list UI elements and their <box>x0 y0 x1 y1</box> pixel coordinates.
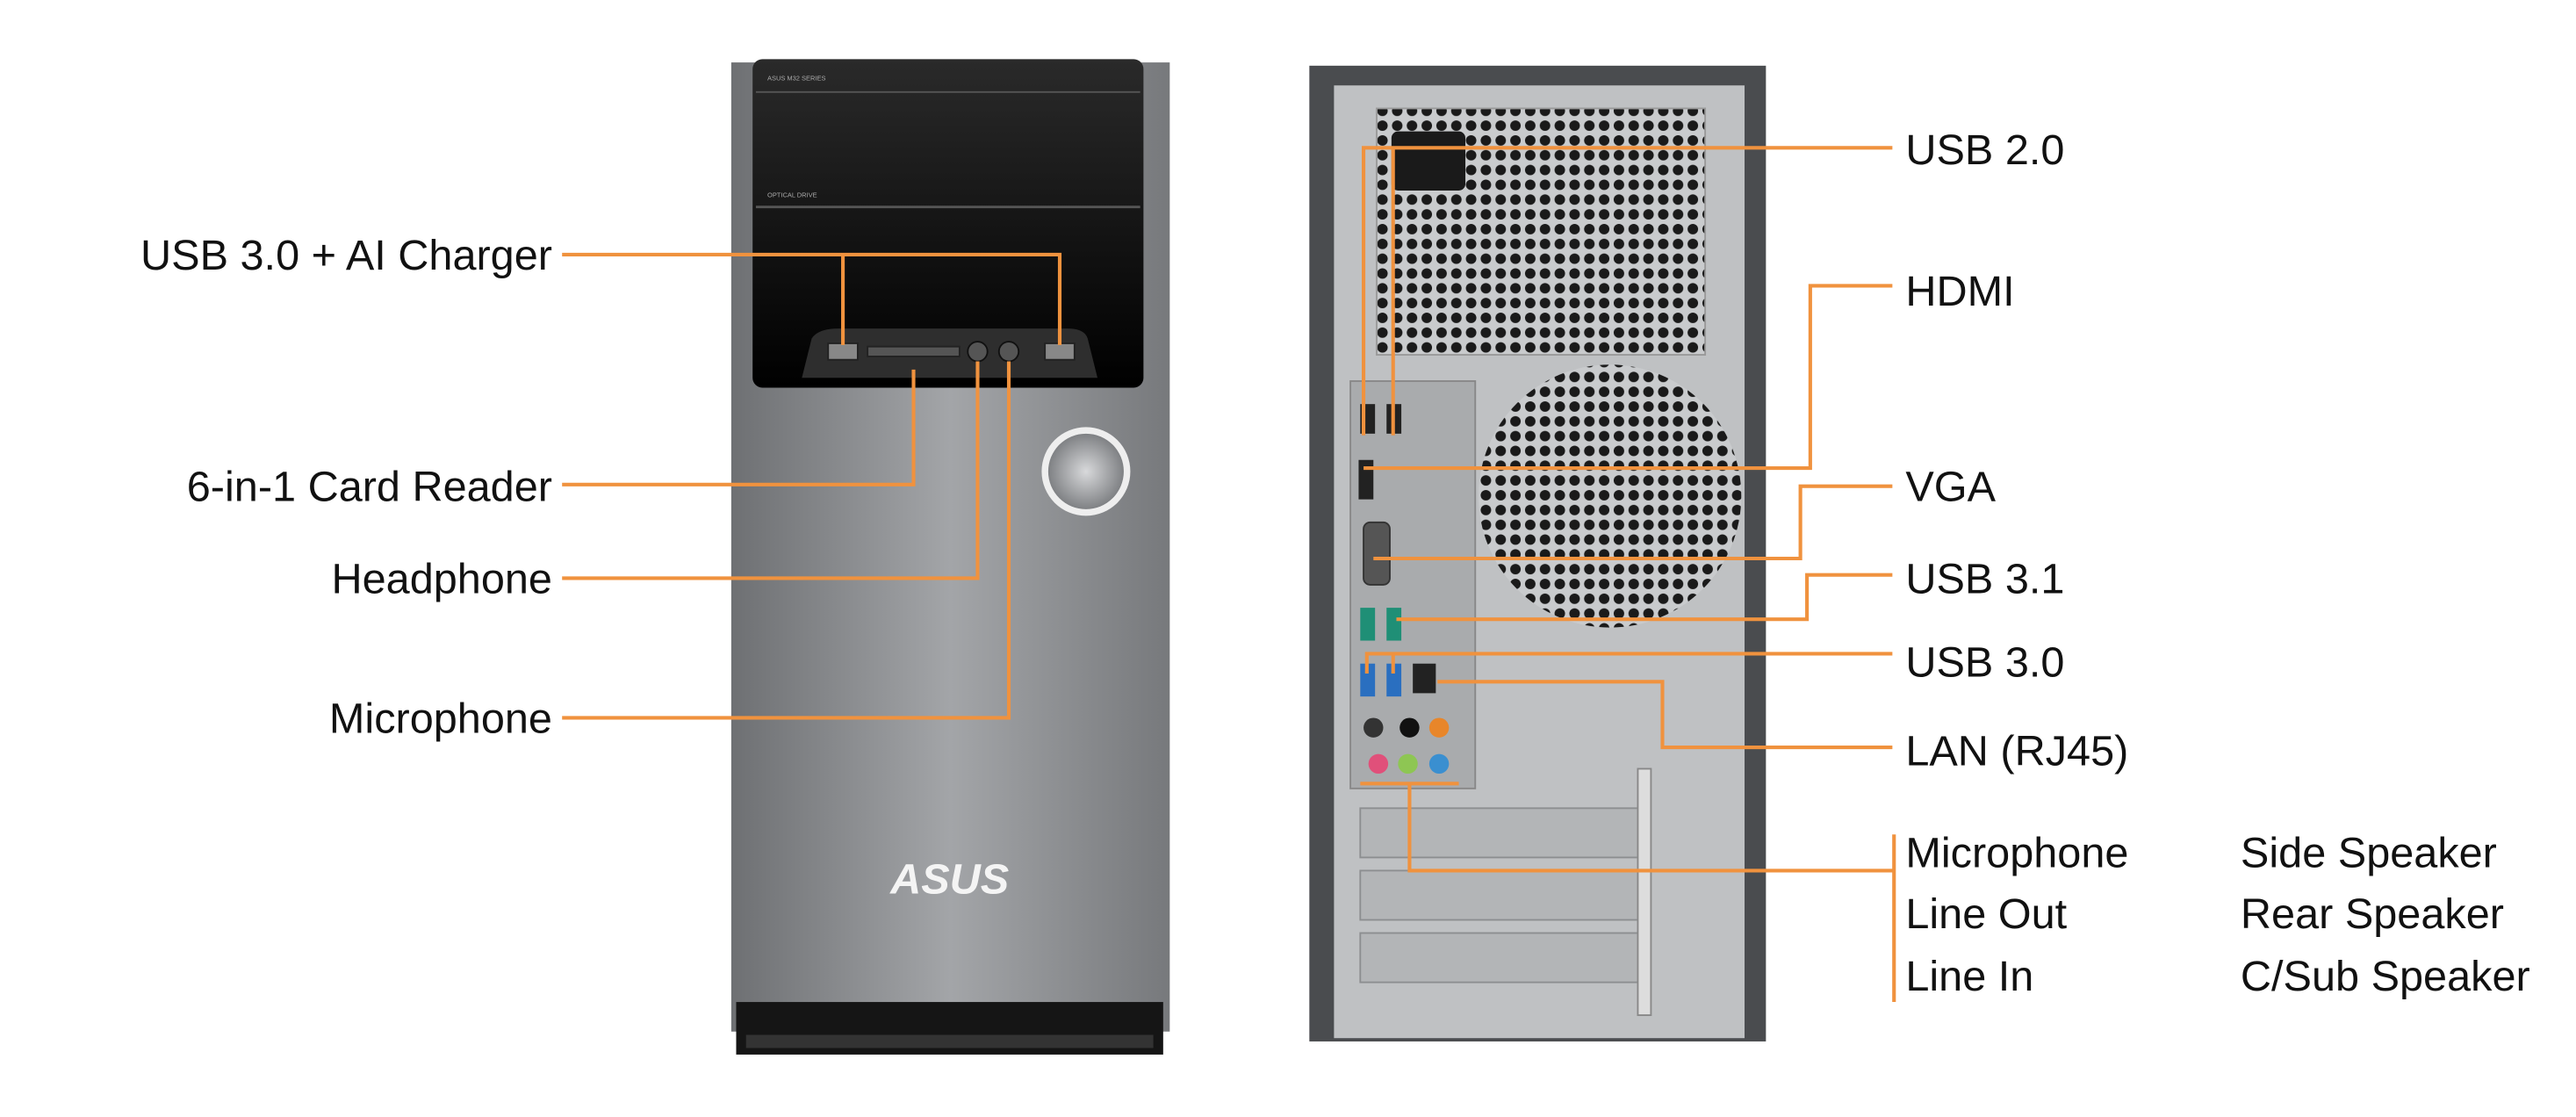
hdmi-port <box>1358 459 1374 500</box>
expansion-slot <box>1359 807 1641 859</box>
label-hdmi: HDMI <box>1905 268 2014 315</box>
label-card-reader: 6-in-1 Card Reader <box>187 464 552 511</box>
power-socket <box>1391 131 1466 191</box>
callout-audio <box>1360 782 1896 1003</box>
expansion-slot <box>1359 932 1641 984</box>
callout-headphone <box>562 361 980 580</box>
label-usb30: USB 3.0 <box>1905 639 2064 687</box>
callout-usb30-charger <box>562 252 1062 345</box>
model-text: ASUS M32 SERIES <box>767 75 825 83</box>
usb30-port-2 <box>1386 663 1402 697</box>
callout-hdmi <box>1364 284 1893 471</box>
back-tower <box>1309 65 1767 1041</box>
callout-vga <box>1373 484 1893 561</box>
lan-port <box>1413 663 1436 694</box>
callout-usb30 <box>1364 652 1893 674</box>
label-audio-line-in: Line In <box>1905 953 2033 1000</box>
label-audio-line-out: Line Out <box>1905 890 2067 938</box>
card-reader-slot <box>867 345 961 357</box>
fan-grille <box>1478 364 1742 628</box>
line-in-jack <box>1428 753 1450 775</box>
label-lan: LAN (RJ45) <box>1905 728 2128 775</box>
back-callout-lines <box>1360 146 1896 1003</box>
usb-port-left <box>827 342 859 361</box>
front-bezel <box>752 59 1144 388</box>
label-usb30-charger: USB 3.0 + AI Charger <box>140 232 552 279</box>
vga-port <box>1363 521 1391 586</box>
usb31-port-2 <box>1386 608 1402 641</box>
label-usb20: USB 2.0 <box>1905 126 2064 174</box>
label-usb31: USB 3.1 <box>1905 555 2064 602</box>
usb30-port-1 <box>1360 663 1376 697</box>
label-side-speaker: Side Speaker <box>2241 830 2497 877</box>
callout-microphone <box>562 361 1011 720</box>
headphone-jack <box>967 341 989 363</box>
microphone-jack <box>997 341 1020 363</box>
label-rear-speaker: Rear Speaker <box>2241 890 2504 938</box>
power-button[interactable] <box>1047 433 1124 509</box>
asus-logo: ASUS <box>889 856 1009 904</box>
callout-usb20 <box>1361 146 1893 436</box>
callout-card-reader <box>562 369 916 486</box>
label-csub-speaker: C/Sub Speaker <box>2241 953 2530 1000</box>
usb-port-right <box>1044 342 1076 361</box>
label-headphone: Headphone <box>332 555 552 602</box>
callout-lan <box>1437 680 1893 750</box>
label-microphone: Microphone <box>329 695 552 742</box>
drive-text: OPTICAL DRIVE <box>767 191 817 198</box>
label-audio-mic: Microphone <box>1905 830 2128 877</box>
line-out-jack <box>1398 753 1418 775</box>
csub-speaker-jack <box>1428 717 1450 738</box>
front-tower: ASUS M32 SERIES OPTICAL DRIVE ASUS <box>730 59 1170 1055</box>
front-callout-lines <box>562 252 1062 720</box>
expansion-slot <box>1359 869 1641 921</box>
usb31-port-1 <box>1360 608 1376 641</box>
rear-speaker-jack <box>1400 717 1420 738</box>
label-vga: VGA <box>1905 464 1996 511</box>
mic-jack <box>1368 753 1389 775</box>
callout-usb31 <box>1396 573 1893 622</box>
side-speaker-jack <box>1364 717 1384 738</box>
